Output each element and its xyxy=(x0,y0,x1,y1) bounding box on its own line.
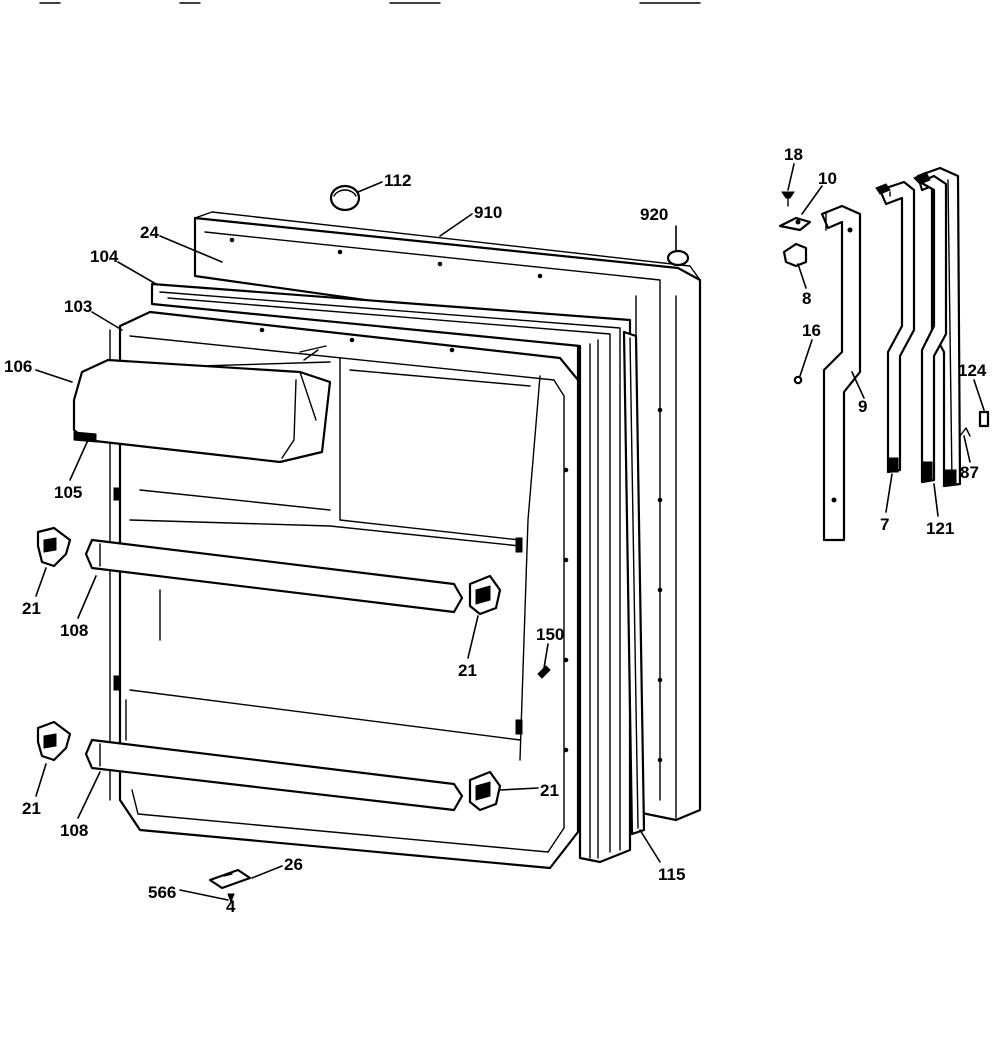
label-8: 8 xyxy=(802,289,811,308)
part-labels: 112 910 920 24 104 103 106 105 21 108 21… xyxy=(4,145,987,916)
label-4: 4 xyxy=(226,897,236,916)
label-103: 103 xyxy=(64,297,92,316)
dairy-hinge-105 xyxy=(73,431,97,443)
label-910: 910 xyxy=(474,203,502,222)
plug-button-112 xyxy=(329,184,361,212)
label-21-upper-right: 21 xyxy=(458,661,477,680)
shelf-bracket-21-upper-right xyxy=(468,574,502,616)
label-104: 104 xyxy=(90,247,119,266)
leader-lines xyxy=(35,163,985,901)
label-21-lower-left: 21 xyxy=(22,799,41,818)
label-108-upper: 108 xyxy=(60,621,88,640)
label-105: 105 xyxy=(54,483,82,502)
label-106: 106 xyxy=(4,357,32,376)
label-121: 121 xyxy=(926,519,954,538)
label-16: 16 xyxy=(802,321,821,340)
label-18: 18 xyxy=(784,145,803,164)
screw-4 xyxy=(227,893,235,904)
hinge-plate-26 xyxy=(208,868,252,890)
clip-10 xyxy=(778,216,812,232)
label-115: 115 xyxy=(658,865,685,884)
handle-121 xyxy=(913,166,962,488)
shelf-bracket-21-upper-left xyxy=(36,526,72,568)
screw-150 xyxy=(537,665,551,679)
shelf-bracket-21-lower-right xyxy=(468,770,502,812)
label-108-lower: 108 xyxy=(60,821,88,840)
dairy-door-106 xyxy=(72,345,332,464)
handle-bracket-9 xyxy=(820,204,862,542)
label-10: 10 xyxy=(818,169,837,188)
shelf-bar-108-upper xyxy=(84,538,464,614)
label-21-upper-left: 21 xyxy=(22,599,41,618)
label-920: 920 xyxy=(640,205,668,224)
label-24: 24 xyxy=(140,223,159,242)
label-26: 26 xyxy=(284,855,303,874)
shelf-bracket-21-lower-left xyxy=(36,720,72,762)
label-566: 566 xyxy=(148,883,176,902)
door-stop-8 xyxy=(782,242,808,268)
label-21-lower-right: 21 xyxy=(540,781,559,800)
label-124: 124 xyxy=(958,361,987,380)
label-9: 9 xyxy=(858,397,867,416)
breaker-strip-115 xyxy=(622,330,646,836)
screw-16 xyxy=(793,375,803,385)
shelf-bar-108-lower xyxy=(84,738,464,812)
screw-87 xyxy=(959,427,971,437)
handle-trim-7 xyxy=(875,180,916,474)
label-150: 150 xyxy=(536,625,564,644)
plug-920 xyxy=(666,249,690,267)
end-cap-124 xyxy=(978,410,990,428)
label-112: 112 xyxy=(384,171,411,190)
screw-18 xyxy=(781,191,795,207)
label-7: 7 xyxy=(880,515,889,534)
label-87: 87 xyxy=(960,463,979,482)
